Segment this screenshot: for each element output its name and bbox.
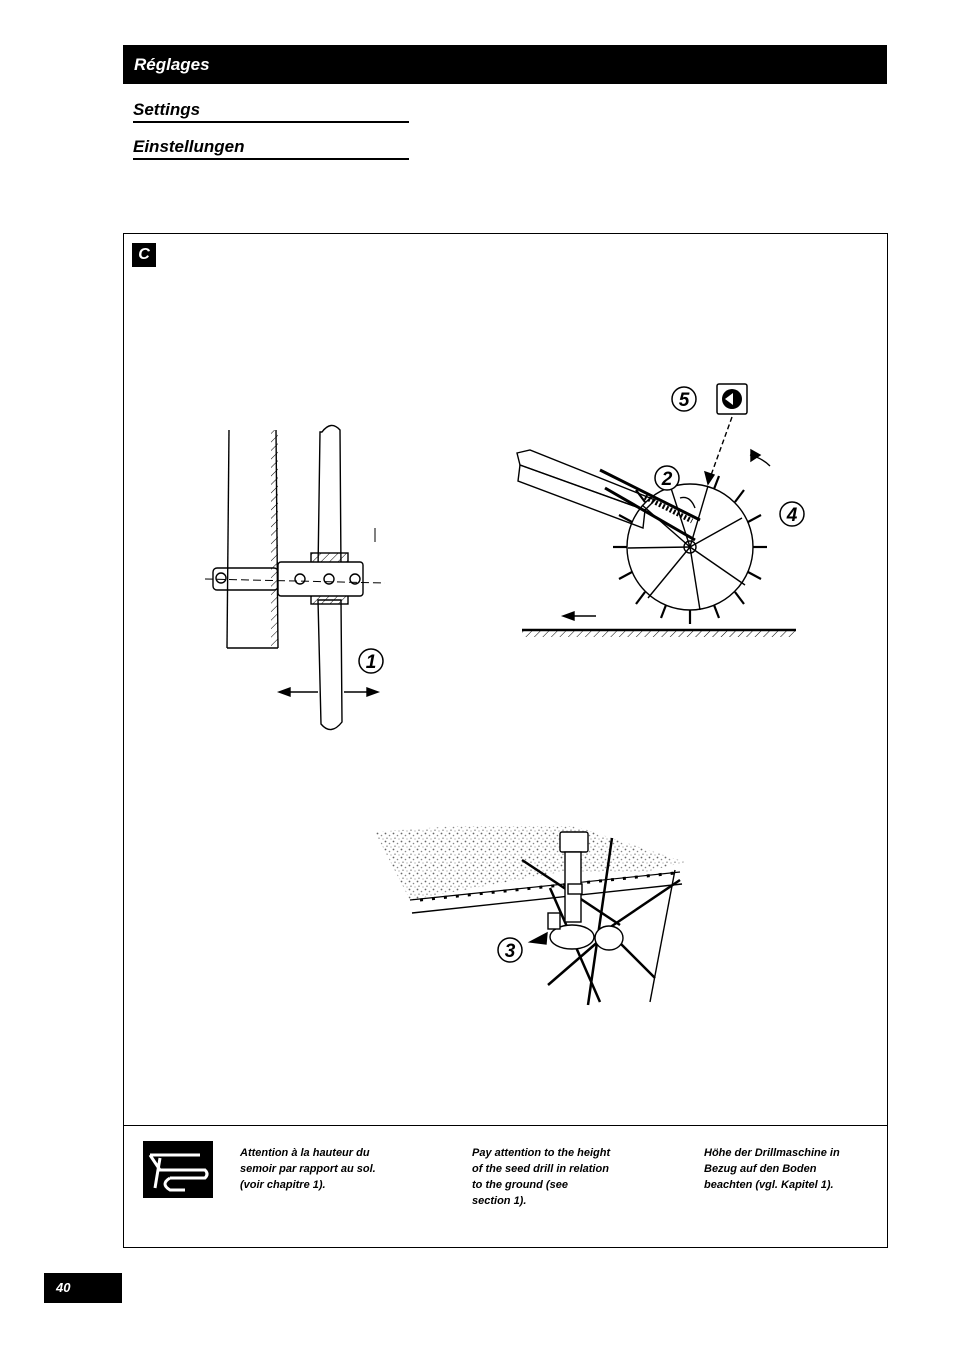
spiked-wheel-drawing — [516, 416, 796, 637]
callout-2: 2 — [661, 469, 673, 490]
subtitle-settings: Settings — [133, 100, 409, 123]
callout-4: 4 — [786, 505, 798, 526]
subtitle-einstellungen: Einstellungen — [133, 137, 409, 160]
wheel-bracket-drawing — [375, 826, 685, 1006]
note-divider — [123, 1125, 888, 1126]
pointing-hand-icon — [143, 1141, 213, 1198]
figure-label: C — [132, 243, 156, 267]
callout-5: 5 — [679, 390, 690, 411]
section-title: Réglages — [123, 45, 887, 84]
callout-3: 3 — [505, 941, 516, 962]
page-number: 40 — [44, 1273, 122, 1303]
callout-1: 1 — [366, 652, 377, 673]
figure-frame — [123, 233, 888, 1248]
shaft-adjustment-drawing — [204, 424, 386, 731]
callout-labels: 5 2 4 1 3 — [358, 383, 805, 963]
